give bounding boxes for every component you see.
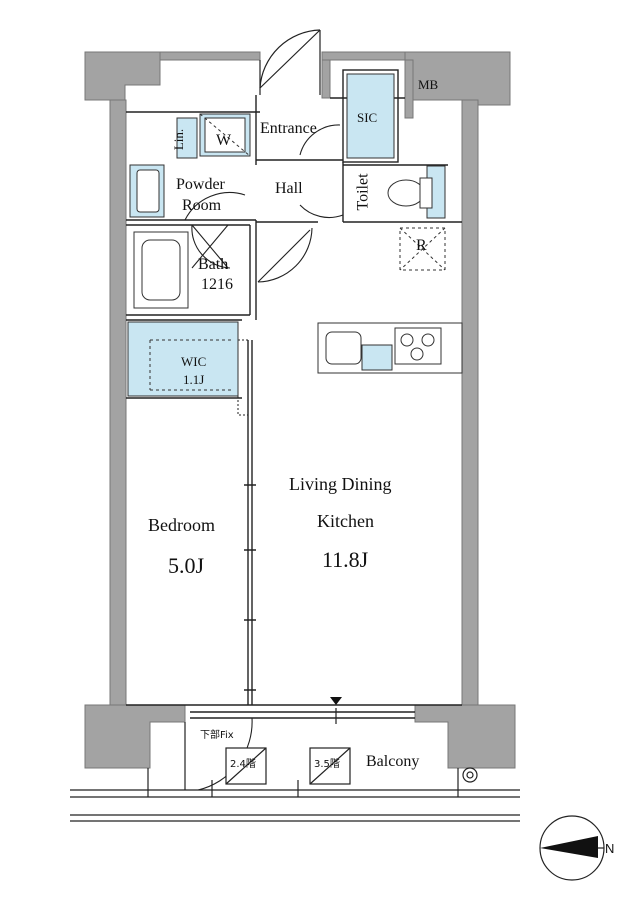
refrigerator-label: R <box>416 237 427 254</box>
powder-label-2: Room <box>182 197 222 214</box>
mb-label: MB <box>418 77 439 92</box>
column-bottom-left <box>84 704 186 769</box>
fix-note-label: 下部Fix <box>200 730 234 741</box>
wic-label: WIC <box>181 354 207 369</box>
powder-label-1: Powder <box>176 176 225 193</box>
sink <box>325 331 362 365</box>
toilet-label: Toilet <box>354 173 372 211</box>
wall-top-left <box>159 51 261 61</box>
ldk-label-1: Living Dining <box>289 474 392 494</box>
hall-label: Hall <box>275 180 303 197</box>
linen-cabinet <box>176 117 198 159</box>
toilet-bowl <box>387 179 425 207</box>
entrance-door <box>259 29 321 95</box>
sliding-partition <box>244 484 256 691</box>
interior-walls <box>126 69 462 719</box>
wall-entry-right <box>321 59 331 99</box>
structural-walls <box>84 51 516 769</box>
evacuation-hatches <box>225 747 351 785</box>
hatch-right-label: 3.5階 <box>314 759 340 770</box>
lin-label: Lin. <box>171 128 187 151</box>
hatch-left-label: 2.4階 <box>230 759 256 770</box>
wall-mb-left <box>404 59 414 119</box>
wic-sliding-rail <box>237 339 249 416</box>
balcony <box>70 722 520 822</box>
entrance-label: Entrance <box>260 120 317 137</box>
bedroom-label: Bedroom <box>148 515 215 535</box>
north-arrow-icon <box>539 815 605 881</box>
wall-left <box>109 99 127 706</box>
wall-right <box>461 99 479 706</box>
balcony-label: Balcony <box>366 753 420 770</box>
ldk-label-2: Kitchen <box>317 511 374 531</box>
window-marker-icon <box>330 697 342 705</box>
drain-icon <box>462 767 478 783</box>
ldk-size-label: 11.8J <box>322 547 369 572</box>
fixtures <box>127 73 463 397</box>
washer-label: W <box>216 132 232 149</box>
wic-closet <box>127 321 239 397</box>
bath-size-label: 1216 <box>201 276 233 293</box>
wall-top-mid <box>321 51 406 61</box>
compass-north-label: N <box>605 841 615 856</box>
column-bottom-right <box>414 704 516 769</box>
bedroom-size-label: 5.0J <box>168 553 205 578</box>
sic-label: SIC <box>357 110 378 125</box>
bath-label: Bath <box>198 256 229 273</box>
sic-closet <box>346 73 395 159</box>
wic-size-label: 1.1J <box>183 372 205 387</box>
dashed-outlines <box>149 113 446 391</box>
